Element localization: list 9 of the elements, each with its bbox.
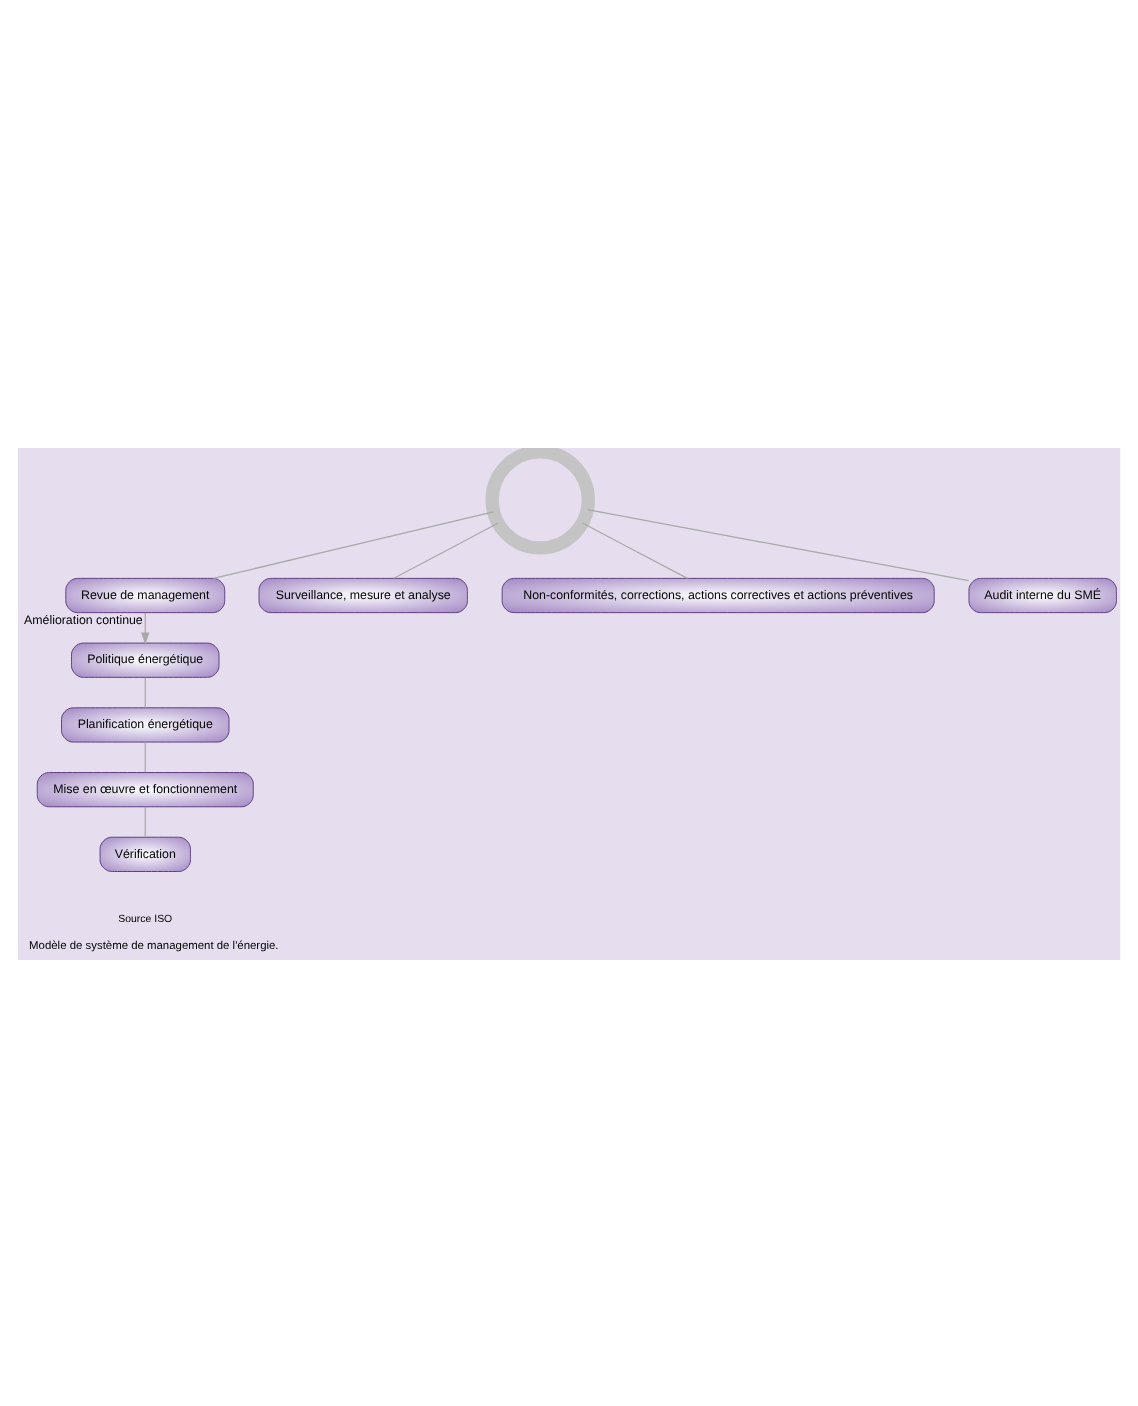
node-circle	[485, 447, 595, 554]
connector	[212, 510, 494, 578]
arrow	[141, 611, 150, 644]
connector	[393, 521, 499, 578]
connector	[144, 805, 146, 837]
connector	[586, 508, 970, 581]
connector	[144, 740, 146, 772]
connector	[581, 521, 689, 578]
connector	[144, 676, 146, 707]
